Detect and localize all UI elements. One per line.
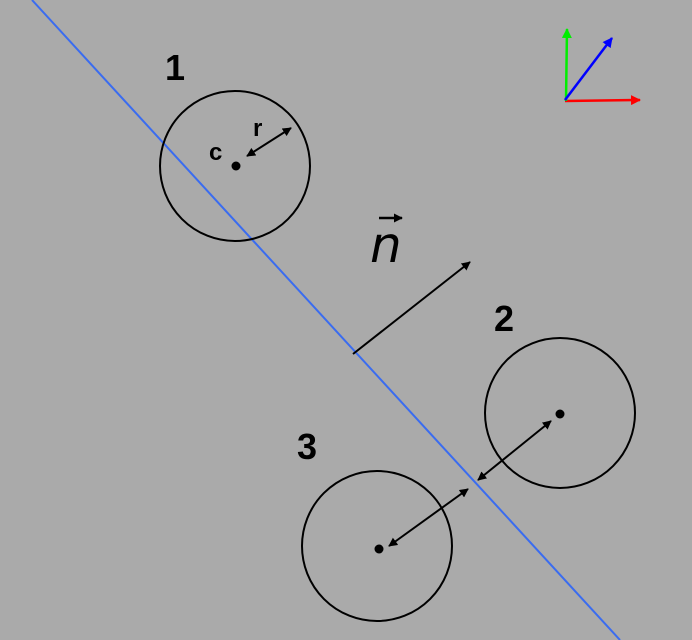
sphere-1-outline bbox=[159, 90, 311, 242]
normal-label: n bbox=[370, 216, 402, 274]
axis-y bbox=[561, 28, 572, 102]
axis-x bbox=[564, 95, 641, 106]
sphere-2-label: 2 bbox=[494, 298, 514, 339]
sphere-1-center-dot bbox=[231, 161, 241, 171]
sphere-2-center-dot bbox=[555, 409, 565, 419]
xyz-axes-icon bbox=[561, 28, 641, 106]
sphere-3-label: 3 bbox=[297, 426, 317, 467]
center-label: c bbox=[209, 139, 222, 166]
sphere-2-distance-arrow bbox=[477, 420, 552, 481]
sphere-2 bbox=[477, 337, 636, 489]
sphere-1 bbox=[159, 90, 311, 242]
axis-z bbox=[564, 37, 613, 101]
radius-label: r bbox=[253, 115, 262, 142]
sphere-1-label: 1 bbox=[165, 47, 185, 88]
sphere-3-distance-arrow bbox=[388, 488, 469, 547]
normal-arrow-icon bbox=[352, 261, 471, 355]
normal-vector-label: n bbox=[370, 213, 403, 274]
radius-arrow bbox=[246, 127, 292, 157]
sphere-2-outline bbox=[484, 337, 636, 489]
sphere-3-center-dot bbox=[374, 544, 384, 554]
sphere-3 bbox=[301, 470, 469, 622]
plane-line bbox=[31, 0, 621, 640]
